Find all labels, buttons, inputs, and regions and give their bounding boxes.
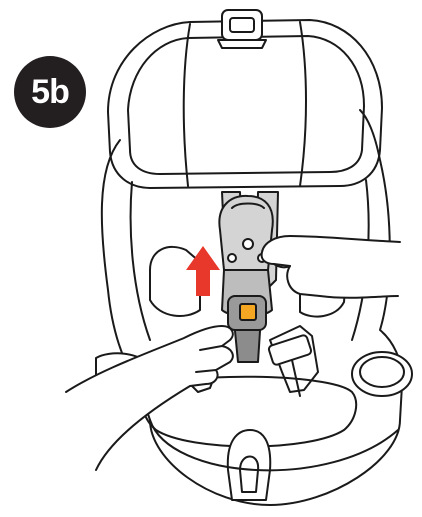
headrest-inner — [128, 36, 364, 174]
side-wing-left — [150, 247, 200, 316]
front-adjust-handle — [228, 430, 270, 500]
step-number-badge: 5b — [14, 56, 86, 128]
